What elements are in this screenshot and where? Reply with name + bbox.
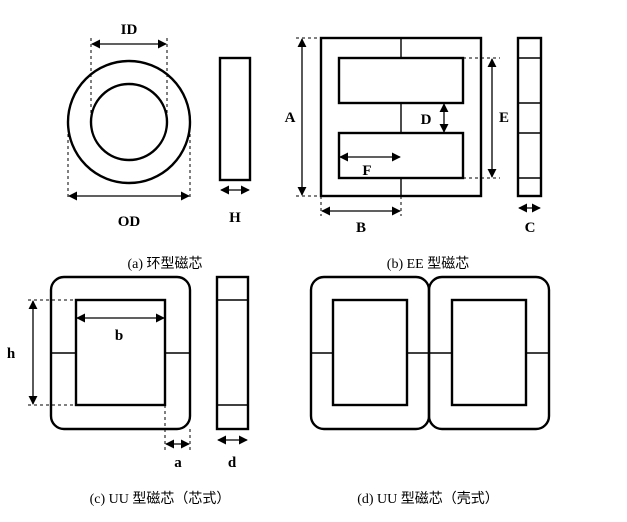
ee-lower-window [337, 131, 465, 180]
caption-a: (a) 环型磁芯 [127, 256, 202, 272]
caption-d: (d) UU 型磁芯（壳式） [357, 490, 499, 507]
uu-core-type-figure: h b a d (c) UU 型磁芯（芯式） [7, 275, 250, 507]
uu-side-view [215, 275, 250, 431]
ee-side-view [516, 36, 543, 198]
caption-c: (c) UU 型磁芯（芯式） [90, 491, 231, 507]
toroid-side-view [218, 56, 252, 182]
toroid-inner-circle [89, 82, 169, 162]
a-label: A [285, 110, 296, 126]
e-label: E [499, 110, 509, 126]
toroid-outer-circle [66, 59, 192, 185]
uu-shell-right-window [450, 298, 528, 407]
a-uu-label: a [174, 455, 182, 471]
uu-shell-left-window [331, 298, 409, 407]
ee-core-figure: A B D F E C (b) EE 型磁芯 [285, 36, 543, 272]
caption-b: (b) EE 型磁芯 [387, 256, 469, 272]
od-label: OD [118, 214, 141, 230]
ee-upper-window [337, 56, 465, 105]
h-toroid-label: H [229, 210, 241, 226]
c-label: C [525, 220, 536, 236]
b-label: B [356, 220, 366, 236]
d-uu-label: d [228, 455, 237, 471]
id-label: ID [121, 22, 138, 38]
d-ee-label: D [421, 112, 432, 128]
uu-core-shell-figure: (d) UU 型磁芯（壳式） [309, 275, 551, 507]
f-label: F [362, 163, 371, 179]
toroid-core-figure: ID OD H (a) 环型磁芯 [66, 22, 252, 272]
h-uu-label: h [7, 346, 16, 362]
b-uu-label: b [115, 328, 123, 344]
uu-core-window [74, 298, 167, 407]
